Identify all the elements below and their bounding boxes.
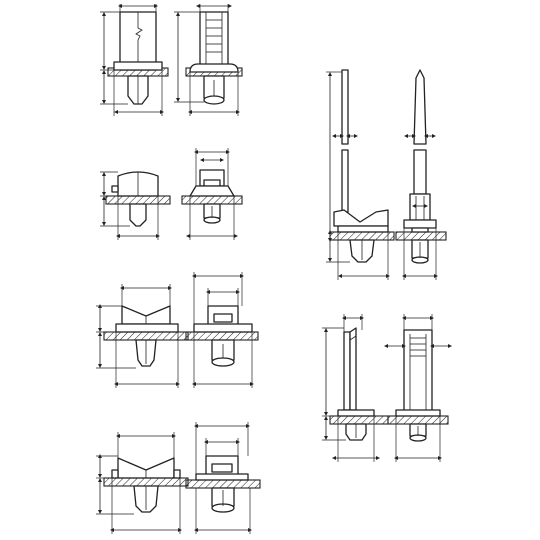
mount-with-strap-front-view [395, 69, 447, 280]
push-mount-tie-front-view [174, 4, 243, 116]
saddle-mount-large-front-view [185, 422, 261, 534]
saddle-mount-large-side-view [96, 432, 189, 534]
push-mount-post-front-view [384, 314, 452, 462]
saddle-mount-small-front-view [181, 148, 243, 240]
saddle-mount-medium-side-view [96, 284, 189, 388]
mount-with-strap-side-view [326, 69, 395, 280]
push-mount-post-side-view [322, 314, 389, 462]
saddle-mount-small-side-view [100, 171, 171, 240]
push-mount-tie-side-view [100, 4, 169, 116]
saddle-mount-medium-front-view [185, 272, 259, 388]
